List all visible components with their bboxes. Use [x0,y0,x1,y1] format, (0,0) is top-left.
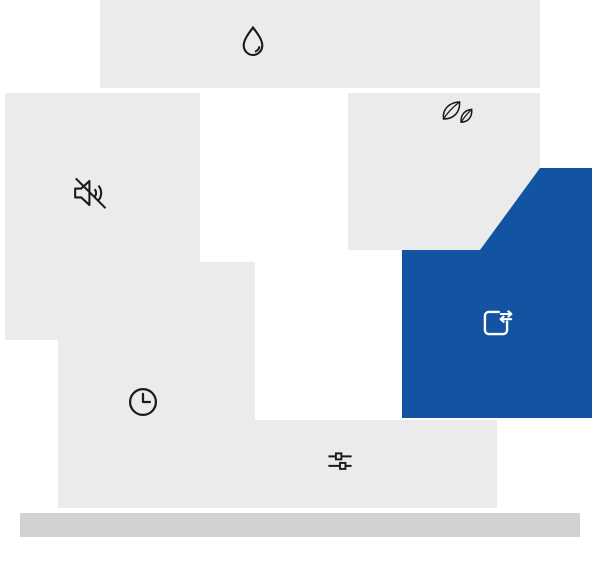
clock-icon [125,384,161,420]
remote-connect-icon [477,304,515,342]
tile-water[interactable] [100,0,540,88]
speaker-mute-icon [70,174,112,212]
tile-settings[interactable] [58,420,497,508]
eco-leaves-icon [437,98,475,128]
tile-timer[interactable] [58,262,255,420]
settings-sliders-icon [323,446,357,476]
water-drop-icon [235,23,271,63]
footer-bar [20,513,580,537]
